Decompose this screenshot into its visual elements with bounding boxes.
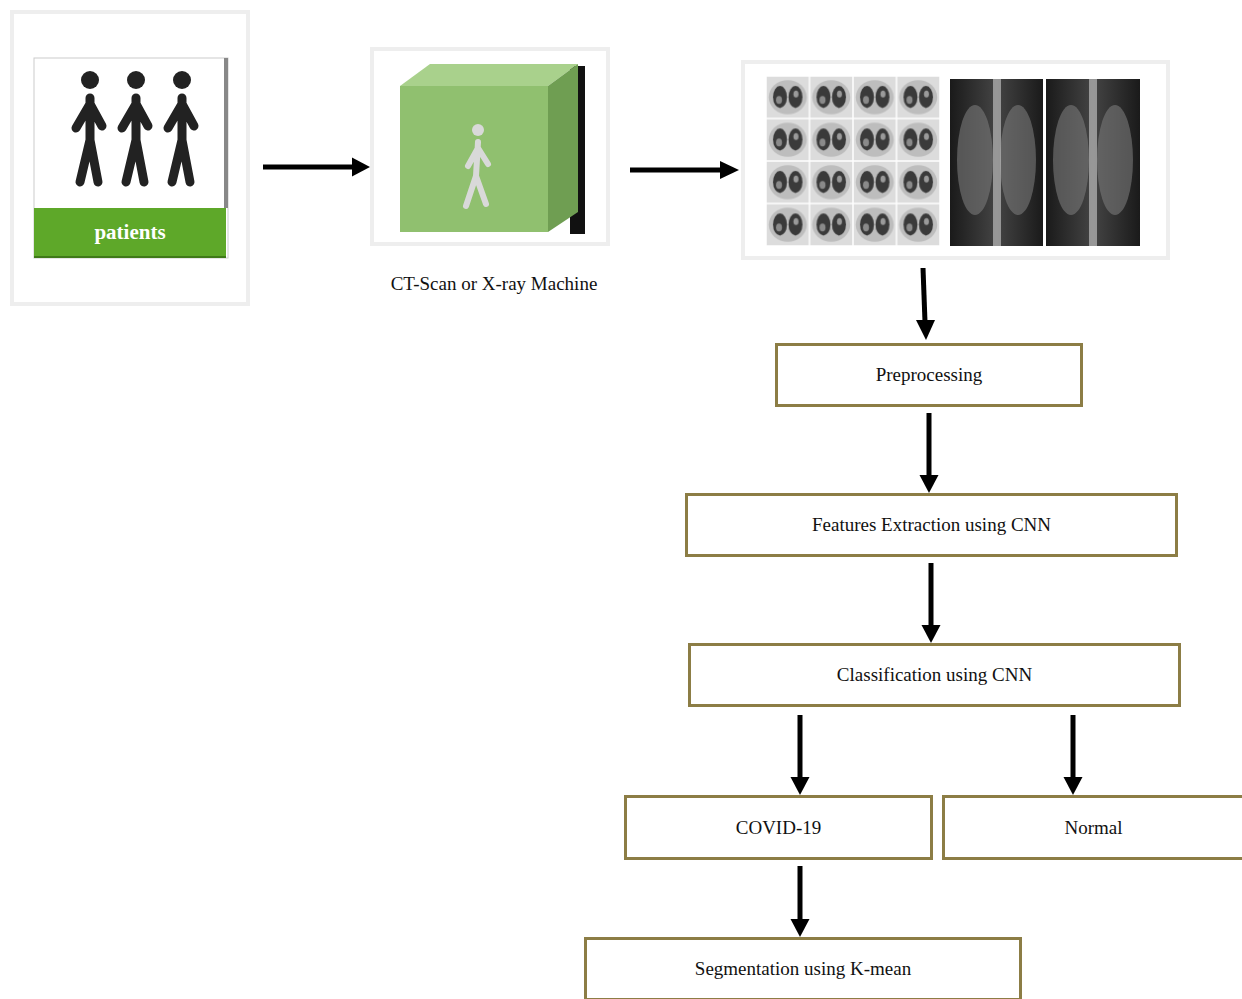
flow-arrow — [263, 158, 370, 177]
ct-grid — [766, 76, 940, 246]
xray-image — [1046, 79, 1140, 246]
machine-panel: CT-Scan or X-ray Machine — [370, 47, 610, 246]
arrow-head — [352, 158, 370, 177]
patients-panel: patients — [10, 10, 250, 306]
figure-frame — [34, 58, 228, 258]
patients-figures — [34, 58, 228, 258]
xray-spine — [993, 79, 1001, 246]
cube-side — [548, 64, 578, 232]
scanner-cube — [400, 64, 585, 234]
images-frame — [743, 62, 1168, 258]
box-text: Preprocessing — [876, 364, 983, 386]
arrow-head — [791, 777, 810, 795]
box-text: Segmentation using K-mean — [695, 958, 911, 980]
static-arrows — [630, 161, 935, 340]
box-text: COVID-19 — [736, 817, 822, 839]
box-text: Features Extraction using CNN — [812, 514, 1051, 536]
xray-lung — [1097, 105, 1133, 215]
arrow-line — [929, 563, 934, 627]
arrow-line — [1071, 715, 1076, 779]
arrow-line — [798, 866, 803, 921]
xray-lung — [1000, 105, 1036, 215]
box-text: Classification using CNN — [837, 664, 1032, 686]
arrow-line — [923, 268, 925, 322]
flow-arrow — [791, 715, 810, 795]
result-box: COVID-19 — [624, 795, 933, 860]
flow-arrow — [920, 413, 939, 493]
xray-image — [950, 79, 1043, 246]
arrow-head — [922, 625, 941, 643]
process-box: Features Extraction using CNN — [685, 493, 1178, 557]
cube-front — [400, 86, 548, 232]
arrow-line — [630, 168, 722, 173]
xray-spine — [1089, 79, 1097, 246]
arrow-line — [263, 165, 354, 170]
patients-label: patients — [34, 208, 226, 258]
walker-figure — [466, 124, 488, 206]
process-box: Segmentation using K-mean — [584, 937, 1022, 999]
machine-caption: CT-Scan or X-ray Machine — [334, 273, 654, 295]
flow-arrow — [922, 563, 941, 643]
arrow-line — [798, 715, 803, 779]
xray-lung — [957, 105, 993, 215]
scan-images — [743, 62, 1168, 258]
box-text: Normal — [1064, 817, 1122, 839]
flow-arrow — [791, 866, 810, 937]
arrow-head — [916, 320, 935, 340]
flow-arrow — [1064, 715, 1083, 795]
figure-shadow — [224, 58, 228, 208]
cube-top — [400, 64, 578, 86]
arrow-head — [720, 161, 739, 179]
arrow-head — [920, 475, 939, 493]
xray-lung — [1053, 105, 1089, 215]
process-box: Preprocessing — [775, 343, 1083, 407]
arrow-head — [1064, 777, 1083, 795]
process-box: Classification using CNN — [688, 643, 1181, 707]
result-box: Normal — [942, 795, 1242, 860]
arrow-head — [791, 919, 810, 937]
arrow-line — [927, 413, 932, 477]
stick-figure — [76, 71, 194, 182]
